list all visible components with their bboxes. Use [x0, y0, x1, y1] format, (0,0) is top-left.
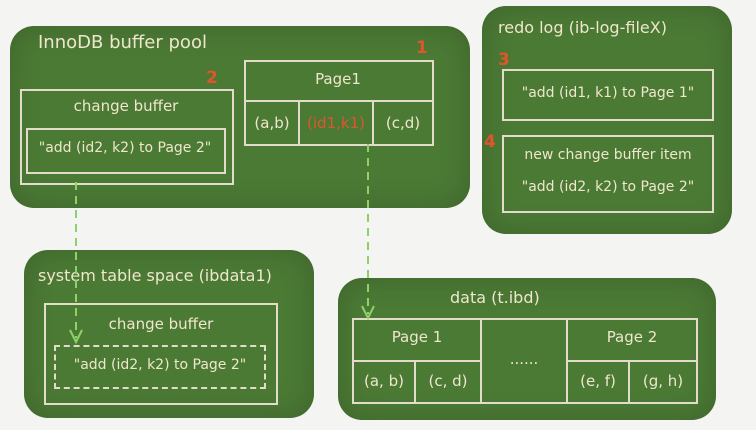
redo-item1: "add (id1, k1) to Page 1"	[521, 85, 695, 101]
memory-page1-cell-ab-text: (a,b)	[254, 114, 290, 132]
disk-page2-title: Page 2	[606, 328, 658, 346]
disk-page2-cell-gh	[628, 360, 698, 404]
memory-change-buffer-item: "add (id2, k2) to Page 2"	[38, 140, 212, 156]
buffer-pool-title: InnoDB buffer pool	[38, 32, 207, 53]
data-file-board	[338, 278, 716, 420]
redo-item2-line1: new change buffer item	[524, 147, 692, 163]
buffer-pool-board	[10, 26, 470, 208]
disk-page2-cell-ef-text: (e, f)	[580, 372, 616, 390]
marker-page1: 1	[416, 38, 428, 58]
redo-log-title: redo log (ib-log-fileX)	[498, 18, 667, 37]
disk-page1-cell-cd-text: (c, d)	[428, 372, 468, 390]
memory-page1-cell-id1k1-text: (id1,k1)	[307, 114, 365, 132]
disk-page2-cell-gh-text: (g, h)	[642, 372, 684, 390]
memory-page1-cell-cd	[372, 100, 434, 146]
disk-change-buffer-item-box	[54, 345, 266, 389]
arrow-change-buffer-to-ibdata	[69, 182, 83, 345]
marker-redo-4: 4	[484, 132, 496, 152]
memory-change-buffer-title: change buffer	[73, 97, 179, 115]
system-tablespace-title: system table space (ibdata1)	[38, 266, 272, 285]
redo-item1-box	[502, 69, 714, 121]
disk-ellipsis: ......	[509, 350, 539, 368]
disk-page1-cell-ab-text: (a, b)	[364, 372, 404, 390]
disk-change-buffer-title: change buffer	[108, 315, 214, 333]
data-file-title: data (t.ibd)	[450, 288, 540, 307]
marker-change-buffer: 2	[206, 68, 218, 88]
disk-page1-title: Page 1	[391, 328, 443, 346]
memory-change-buffer-item-box	[26, 128, 226, 174]
redo-item2-line2: "add (id2, k2) to Page 2"	[521, 179, 695, 195]
arrow-page1-to-data-file	[361, 144, 375, 321]
redo-item2-box	[502, 135, 714, 213]
marker-redo-3: 3	[498, 50, 510, 70]
memory-page1-cell-cd-text: (c,d)	[385, 114, 421, 132]
memory-change-buffer-box	[20, 89, 234, 185]
memory-page1-title: Page1	[315, 70, 361, 88]
disk-change-buffer-item: "add (id2, k2) to Page 2"	[73, 357, 247, 373]
disk-change-buffer-box	[44, 303, 278, 405]
